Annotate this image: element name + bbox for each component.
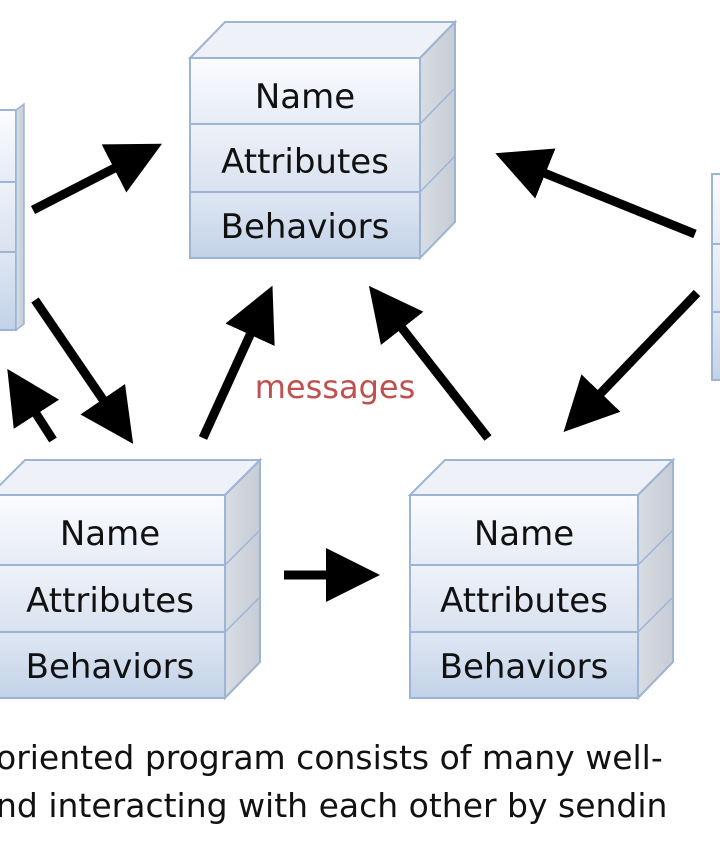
cell-attributes: Attributes <box>26 581 194 621</box>
arrow-bottom-left-to-top <box>198 285 275 440</box>
arrow-right-to-bottom-right <box>563 289 701 432</box>
cell-name: Name <box>255 77 355 117</box>
object-box-bottom-right: Name Attributes Behaviors <box>407 457 676 701</box>
messages-label: messages <box>255 368 415 406</box>
cell-behaviors: Behaviors <box>221 207 390 247</box>
message-arrows <box>7 143 701 602</box>
object-box-right-partial <box>711 173 720 381</box>
arrow-right-to-top <box>495 148 697 239</box>
cell-behaviors: Behaviors <box>26 647 195 687</box>
arrow-bottom-right-to-top <box>368 285 492 441</box>
cell-behaviors: Behaviors <box>440 647 609 687</box>
cell-name: Name <box>60 514 160 554</box>
object-box-bottom-left: Name Attributes Behaviors <box>0 457 263 701</box>
object-box-left-partial <box>0 102 25 332</box>
arrow-left-to-top <box>30 143 163 215</box>
cell-name: Name <box>474 514 574 554</box>
object-box-top: Name Attributes Behaviors <box>187 19 458 261</box>
caption-line-2: nd interacting with each other by sendin <box>0 786 668 825</box>
cell-attributes: Attributes <box>221 142 389 182</box>
caption-line-1: oriented program consists of many well- <box>0 738 663 777</box>
arrow-left-to-bottom-left <box>31 297 134 444</box>
cell-attributes: Attributes <box>440 581 608 621</box>
arrow-bottom-left-to-left <box>7 368 60 443</box>
